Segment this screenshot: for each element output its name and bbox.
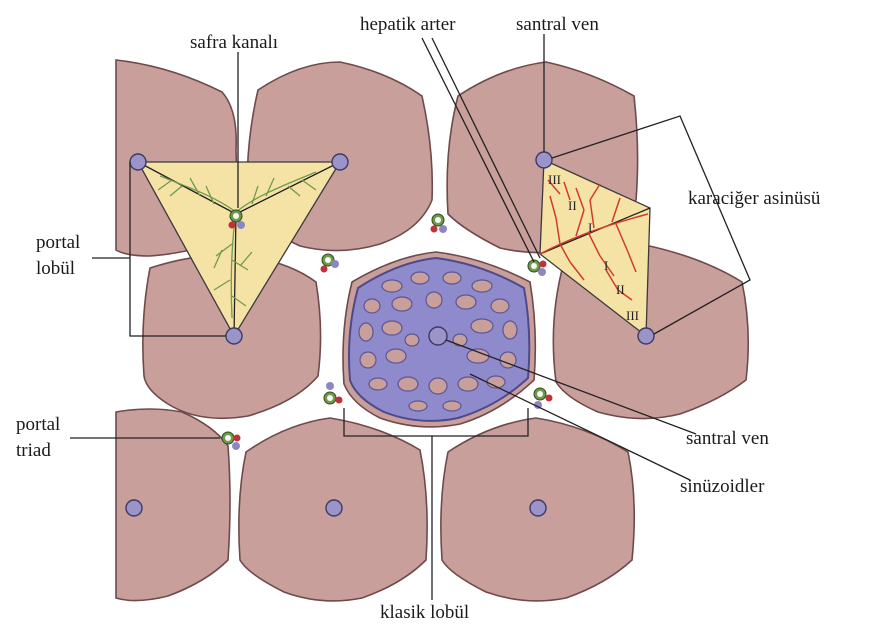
label-santral-ven-top: santral ven (516, 14, 599, 35)
label-safra-kanali: safra kanalı (190, 32, 278, 53)
label-hepatik-arter: hepatik arter (360, 14, 456, 35)
zone-label: I (588, 220, 592, 235)
label-karaciger-asinusu: karaciğer asinüsü (688, 188, 821, 209)
label-portal-lobul-line2: lobül (36, 258, 75, 279)
central-vein-icon (130, 154, 146, 170)
central-vein-icon (429, 327, 447, 345)
label-portal-lobul-line1: portal (36, 232, 80, 253)
central-vein-icon (638, 328, 654, 344)
zone-label: II (568, 198, 577, 213)
central-vein-icon (332, 154, 348, 170)
central-vein-icon (226, 328, 242, 344)
zone-label: III (626, 308, 639, 323)
classic-lobule (343, 252, 535, 427)
zone-label: I (604, 258, 608, 273)
label-klasik-lobul: klasik lobül (380, 602, 469, 623)
zone-label: III (548, 172, 561, 187)
portal-triad-icon (431, 214, 448, 233)
portal-triad-icon (528, 260, 547, 276)
label-sinuzoidler: sinüzoidler (680, 476, 765, 497)
central-vein-icon (326, 500, 342, 516)
label-santral-ven-right: santral ven (686, 428, 769, 449)
portal-triad-icon (324, 382, 343, 404)
label-portal-triad-line2: triad (16, 440, 51, 461)
label-portal-triad-line1: portal (16, 414, 60, 435)
central-vein-icon (536, 152, 552, 168)
zone-label: II (616, 282, 625, 297)
central-vein-icon (530, 500, 546, 516)
central-vein-icon (126, 500, 142, 516)
portal-triad-icon (321, 254, 340, 273)
